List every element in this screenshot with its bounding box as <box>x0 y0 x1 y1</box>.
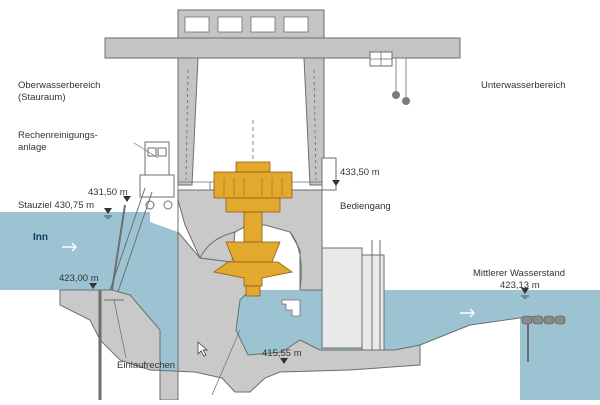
water-surface-ticks <box>104 215 529 299</box>
crane-left-leg <box>177 57 199 186</box>
trashrack-cleaning-machine <box>139 141 175 210</box>
kaplan-runner <box>213 261 293 287</box>
draft-tube-water <box>236 290 300 355</box>
crane-girder <box>104 37 461 59</box>
mean-water-level-label: Mittlerer Wasserstand <box>473 268 565 279</box>
powerhouse-deck-level-label: 433,50 m <box>340 167 380 178</box>
intake-floor-level-label: 423,00 m <box>59 273 99 284</box>
cursor-icon <box>197 341 208 357</box>
generator-unit <box>213 161 293 263</box>
tailwater-level-label: 423,13 m <box>500 280 540 291</box>
draft-tube-floor-level-label: 415,55 m <box>262 348 302 359</box>
crane-hook-icon <box>402 97 410 105</box>
level-marker-icon <box>89 283 97 289</box>
weir-and-powerhouse-concrete <box>59 230 421 401</box>
intake-rack <box>111 204 126 291</box>
upstream-reservoir-water <box>0 212 178 400</box>
upstream-region-sublabel: (Stauraum) <box>18 92 66 103</box>
upstream-region-label: Oberwasserbereich <box>18 80 100 91</box>
level-marker-icon <box>280 358 288 364</box>
crane-leg-detail <box>185 69 189 181</box>
level-marker-icon <box>332 180 340 186</box>
tailrace-gate-tower <box>361 254 385 351</box>
retention-level-label: Stauziel 430,75 m <box>18 200 94 211</box>
crane-leg-detail <box>313 69 317 181</box>
trashrack-rake-arm <box>109 187 146 291</box>
spiral-casing-outline <box>199 231 302 291</box>
tailrace-gate-pier <box>321 247 363 349</box>
trashrack-cleaner-sublabel: anlage <box>18 142 47 153</box>
crest-level-label: 431,50 m <box>88 187 128 198</box>
downstream-region-label: Unterwasserbereich <box>481 80 565 91</box>
access-stairs <box>281 299 301 317</box>
service-walkway-label: Bediengang <box>340 201 391 212</box>
walkway-hut <box>321 157 337 191</box>
crane-top-windows <box>184 16 309 33</box>
generator-grid-lines <box>223 178 283 196</box>
level-marker-icon <box>104 208 112 214</box>
crane-trolley <box>369 51 407 98</box>
crane-hook-icon <box>392 91 400 99</box>
leader-line <box>211 329 241 396</box>
riprap-stones <box>521 315 566 325</box>
flow-arrow-icon <box>460 308 475 318</box>
intake-rack-label: Einlaufrechen <box>117 360 175 371</box>
river-name-label: Inn <box>33 232 48 243</box>
trashrack-rake-arm <box>117 191 153 293</box>
trashrack-cleaner-label: Rechenreinigungs- <box>18 130 98 141</box>
leader-line <box>113 299 127 359</box>
level-marker-icon <box>123 196 131 202</box>
leader-line <box>133 142 159 159</box>
draft-tube-cone <box>245 285 261 297</box>
level-marker-icon <box>521 288 529 294</box>
flow-arrow-icon <box>62 242 77 252</box>
